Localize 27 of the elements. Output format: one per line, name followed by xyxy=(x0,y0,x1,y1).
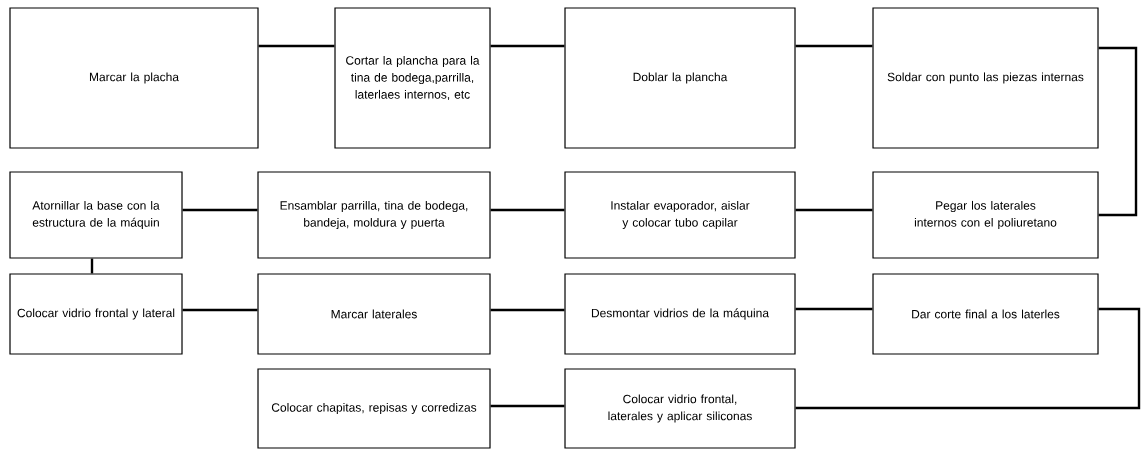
connector-line xyxy=(182,308,258,312)
connector-line xyxy=(490,208,565,212)
process-box: Pegar los laterales internos con el poliuretano xyxy=(872,171,1099,259)
process-box: Desmontar vidrios de la máquina xyxy=(564,273,796,355)
connector-line xyxy=(258,44,335,48)
process-box: Marcar la placha xyxy=(9,7,259,149)
connector-line xyxy=(795,44,873,48)
connector-line xyxy=(490,404,565,408)
process-box: Colocar vidrio frontal, laterales y aplicar siliconas xyxy=(564,368,796,449)
process-box: Dar corte final a los laterles xyxy=(872,273,1099,355)
connector-line xyxy=(1098,46,1138,217)
process-box: Cortar la plancha para la tina de bodega,parrilla, laterlaes internos, etc xyxy=(334,7,491,149)
process-box: Soldar con punto las piezas internas xyxy=(872,7,1099,149)
process-box: Colocar chapitas, repisas y corredizas xyxy=(257,368,491,449)
connector-line xyxy=(182,208,258,212)
connector-line xyxy=(795,208,873,212)
process-box: Instalar evaporador, aislar y colocar tubo capilar xyxy=(564,171,796,259)
process-box: Marcar laterales xyxy=(257,273,491,355)
connector-line xyxy=(90,258,94,274)
connector-line xyxy=(490,44,565,48)
process-box: Ensamblar parrilla, tina de bodega, bandeja, moldura y puerta xyxy=(257,171,491,259)
process-box: Doblar la plancha xyxy=(564,7,796,149)
connector-line xyxy=(795,307,873,311)
connector-line xyxy=(490,308,565,312)
process-box: Atornillar la base con la estructura de la máquin xyxy=(9,171,183,259)
process-box: Colocar vidrio frontal y lateral xyxy=(9,273,183,355)
connector-line xyxy=(795,307,1141,410)
